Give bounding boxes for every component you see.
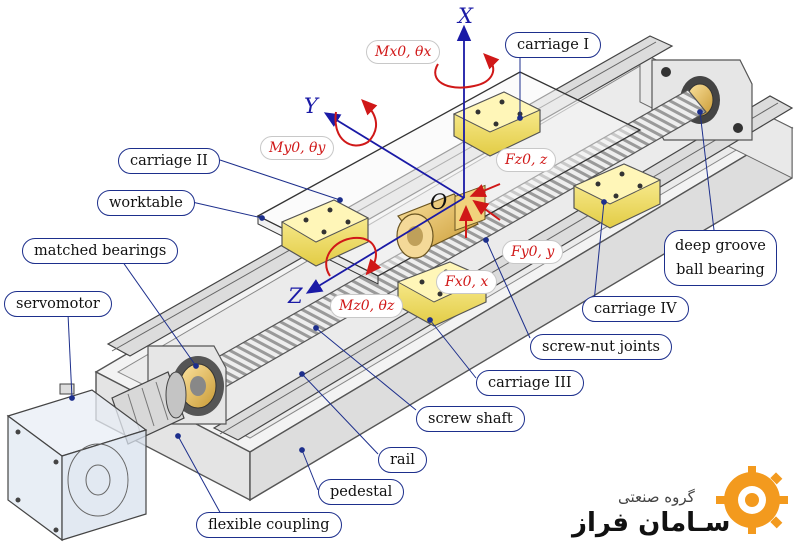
carriage-4-block — [572, 163, 662, 229]
carriage-1-block — [452, 91, 542, 157]
callout-screw-shaft: screw shaft — [416, 406, 525, 432]
callout-deep-groove-line1: deep groove — [675, 238, 766, 254]
callout-servomotor: servomotor — [4, 291, 112, 317]
axis-x-label: X — [458, 4, 473, 28]
axis-y-label: Y — [304, 94, 318, 118]
callout-deep-groove-ball-bearing: deep groove ball bearing — [664, 230, 777, 286]
callout-carriage-1: carriage I — [505, 32, 602, 58]
callout-screw-nut-joints: screw-nut joints — [530, 334, 672, 360]
moment-y-label: My0, θy — [260, 136, 335, 160]
company-logo-icon — [716, 466, 788, 534]
callout-carriage-2: carriage II — [118, 148, 220, 174]
axis-z-label: Z — [288, 284, 303, 308]
logo-tagline: گروه صنعتی — [618, 488, 695, 506]
origin-label: O — [430, 190, 448, 214]
moment-z-label: Mz0, θz — [330, 294, 404, 318]
carriage-2-block — [280, 199, 370, 267]
logo-name: سـامان فراز — [572, 508, 731, 538]
servomotor-body — [6, 383, 148, 542]
coordinate-axes — [305, 24, 472, 294]
moment-x-label: Mx0, θx — [366, 40, 441, 64]
load-arrows — [325, 53, 501, 277]
force-y-label: Fy0, y — [502, 240, 564, 264]
callout-deep-groove-line2: ball bearing — [676, 262, 765, 278]
force-x-label: Fx0, x — [436, 270, 498, 294]
callout-worktable: worktable — [97, 190, 195, 216]
callout-carriage-4: carriage IV — [582, 296, 689, 322]
callout-pedestal: pedestal — [318, 479, 405, 505]
callout-flexible-coupling: flexible coupling — [196, 512, 342, 538]
leader-lines — [67, 50, 715, 517]
callout-carriage-3: carriage III — [476, 370, 584, 396]
callout-rail: rail — [378, 447, 427, 473]
callout-matched-bearings: matched bearings — [22, 238, 179, 264]
force-z-label: Fz0, z — [496, 148, 557, 172]
